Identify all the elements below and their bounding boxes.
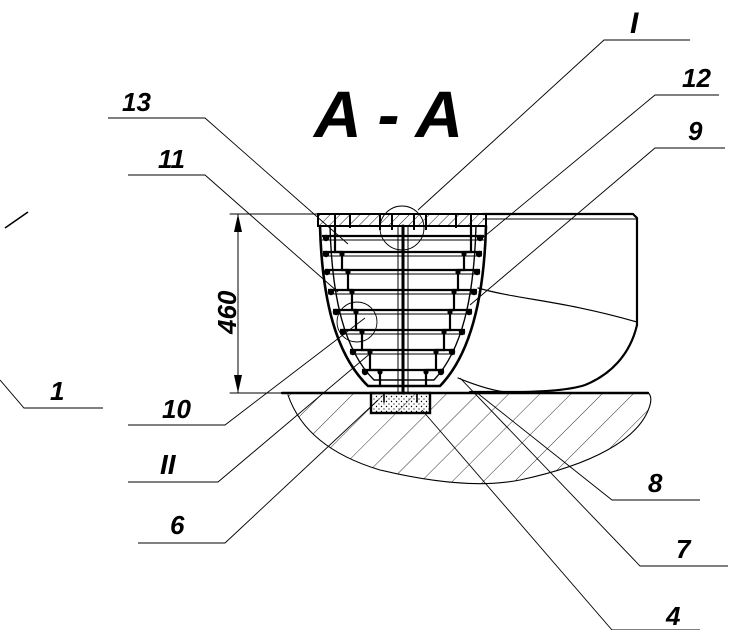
callout-I: I [630,7,639,40]
ground-section [280,391,652,485]
callout-4: 4 [665,601,681,630]
stepped-stanchions [333,226,473,386]
bolt-nodes [322,234,484,376]
callout-9: 9 [688,116,703,146]
detail-circle-II [336,301,378,343]
dimension-label: 460 [212,290,242,335]
callout-7: 7 [676,534,692,564]
detail-circle-I [379,205,425,251]
callout-8: 8 [648,468,663,498]
callout-labels: I 12 9 13 11 1 10 II 6 8 7 4 [50,7,711,630]
foundation-block [369,391,432,415]
callout-1: 1 [50,376,64,406]
hull-outline [457,212,639,394]
dimension-460: 460 [212,213,321,394]
callout-6: 6 [170,510,185,540]
callout-13: 13 [122,87,151,117]
callout-10: 10 [162,394,191,424]
section-title: A - A [312,77,463,151]
callout-II: II [160,449,177,480]
plate-bolts [334,214,472,230]
top-plate [317,213,487,227]
leader-lines [0,39,728,630]
callout-12: 12 [682,63,711,93]
callout-11: 11 [158,144,185,174]
